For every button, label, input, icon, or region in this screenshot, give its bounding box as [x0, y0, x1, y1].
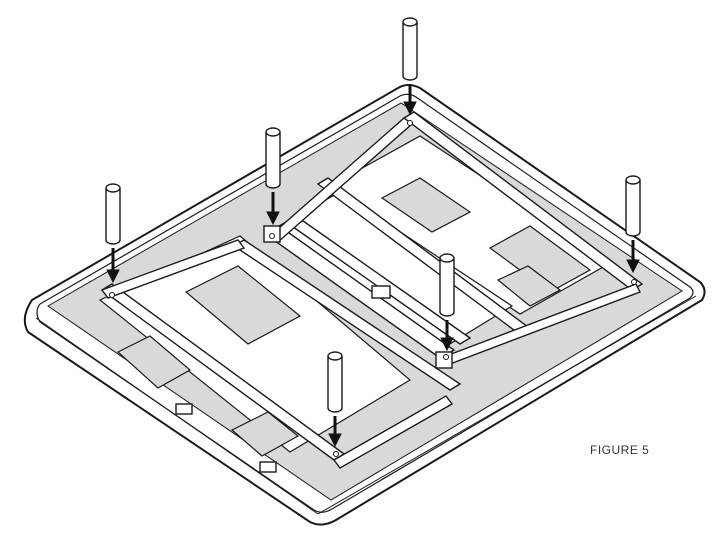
- cutout-1: [184, 265, 302, 345]
- mount-holes: [109, 120, 637, 457]
- cutout-2: [380, 177, 472, 233]
- tray-right-edge: [317, 295, 697, 515]
- cutout-6: [496, 265, 562, 307]
- mount-tab-3: [175, 403, 193, 415]
- arrow-upper-middle: [266, 192, 280, 226]
- post-right: [625, 175, 641, 237]
- rail-connector-bottom: [332, 395, 454, 469]
- arrow-left: [106, 248, 120, 284]
- frame: [100, 111, 644, 473]
- rail-cross-top: [232, 239, 462, 391]
- arrow-top: [403, 84, 417, 116]
- arrows: [106, 84, 640, 448]
- post-top: [402, 17, 418, 81]
- posts: [105, 17, 641, 413]
- hole-bottom: [333, 451, 339, 457]
- cutout-5: [230, 411, 300, 457]
- rail-right: [402, 111, 644, 291]
- tray-bottom-edge: [35, 317, 319, 515]
- arrow-bottom: [328, 416, 342, 448]
- post-upper-middle: [265, 127, 281, 189]
- arrow-center: [440, 320, 454, 352]
- mount-tab-2: [435, 351, 453, 369]
- mount-tab-5: [259, 461, 277, 473]
- hole-top: [407, 120, 413, 126]
- mount-tab-4: [371, 285, 391, 299]
- figure-caption: FIGURE 5: [590, 443, 650, 457]
- post-left: [105, 183, 121, 245]
- arrow-right: [626, 240, 640, 274]
- post-bottom: [327, 351, 343, 413]
- cutout-4: [116, 335, 192, 389]
- rail-connector-left: [100, 239, 246, 299]
- post-center: [439, 253, 455, 317]
- hole-center: [443, 354, 449, 360]
- hole-left: [109, 292, 115, 298]
- hole-right: [631, 279, 637, 285]
- hole-center-top: [269, 233, 275, 239]
